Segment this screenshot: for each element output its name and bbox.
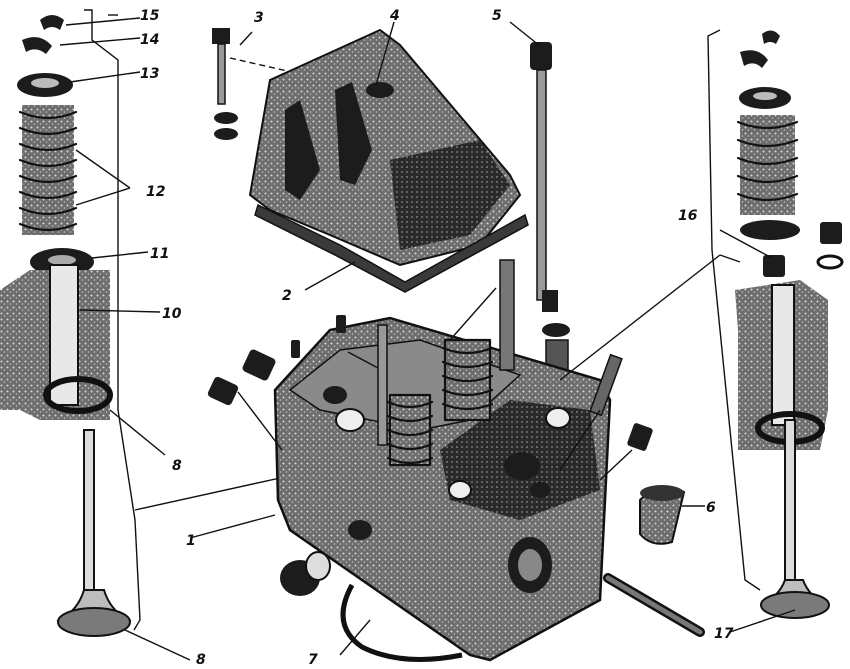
leader-lines [449, 254, 721, 381]
label-6: 6 [706, 500, 716, 516]
label-10: 10 [162, 306, 182, 322]
valve-guide-section-left [0, 264, 113, 420]
label-13: 13 [140, 66, 159, 82]
label-17: 17 [714, 626, 734, 642]
valve-seal-cap [763, 222, 844, 277]
label-11: 11 [150, 246, 169, 262]
stud-rod [603, 573, 705, 637]
label-7: 7 [308, 652, 318, 668]
part-number-labels: 1 2 3 4 5 6 7 8 8 9 10 11 12 13 14 15 16… [140, 8, 734, 668]
push-rod [530, 42, 570, 376]
label-14: 14 [140, 32, 159, 48]
label-15: 15 [140, 8, 160, 24]
label-3: 3 [254, 10, 264, 26]
valve-left [56, 429, 132, 637]
cup-bushing [639, 485, 686, 545]
valve-springs-left [18, 105, 78, 235]
spring-retainer-right [739, 87, 791, 109]
spring-retainer [17, 73, 73, 97]
label-16: 16 [678, 208, 698, 224]
label-5: 5 [492, 8, 502, 24]
dowel-pins [207, 315, 653, 481]
cover-bolt [212, 28, 381, 140]
valve-guide-section-right [735, 280, 828, 450]
label-2: 2 [282, 288, 292, 304]
label-12: 12 [146, 184, 165, 200]
valve-springs-right [736, 115, 800, 240]
valve-right [760, 419, 830, 619]
valve-cover [248, 28, 522, 267]
label-8-left: 8 [196, 652, 206, 668]
label-1: 1 [186, 533, 196, 549]
label-4: 4 [389, 8, 400, 24]
label-8-right: 8 [172, 458, 182, 474]
core-plug [280, 551, 331, 596]
callout-leaders [59, 14, 796, 661]
head-gasket [340, 583, 463, 662]
valve-keepers-right [740, 30, 780, 68]
cover-gasket [254, 203, 529, 293]
cylinder-head [273, 259, 612, 662]
valve-keepers [22, 15, 64, 54]
right-assembly-bracket [707, 29, 761, 591]
left-assembly-bracket [84, 9, 281, 631]
